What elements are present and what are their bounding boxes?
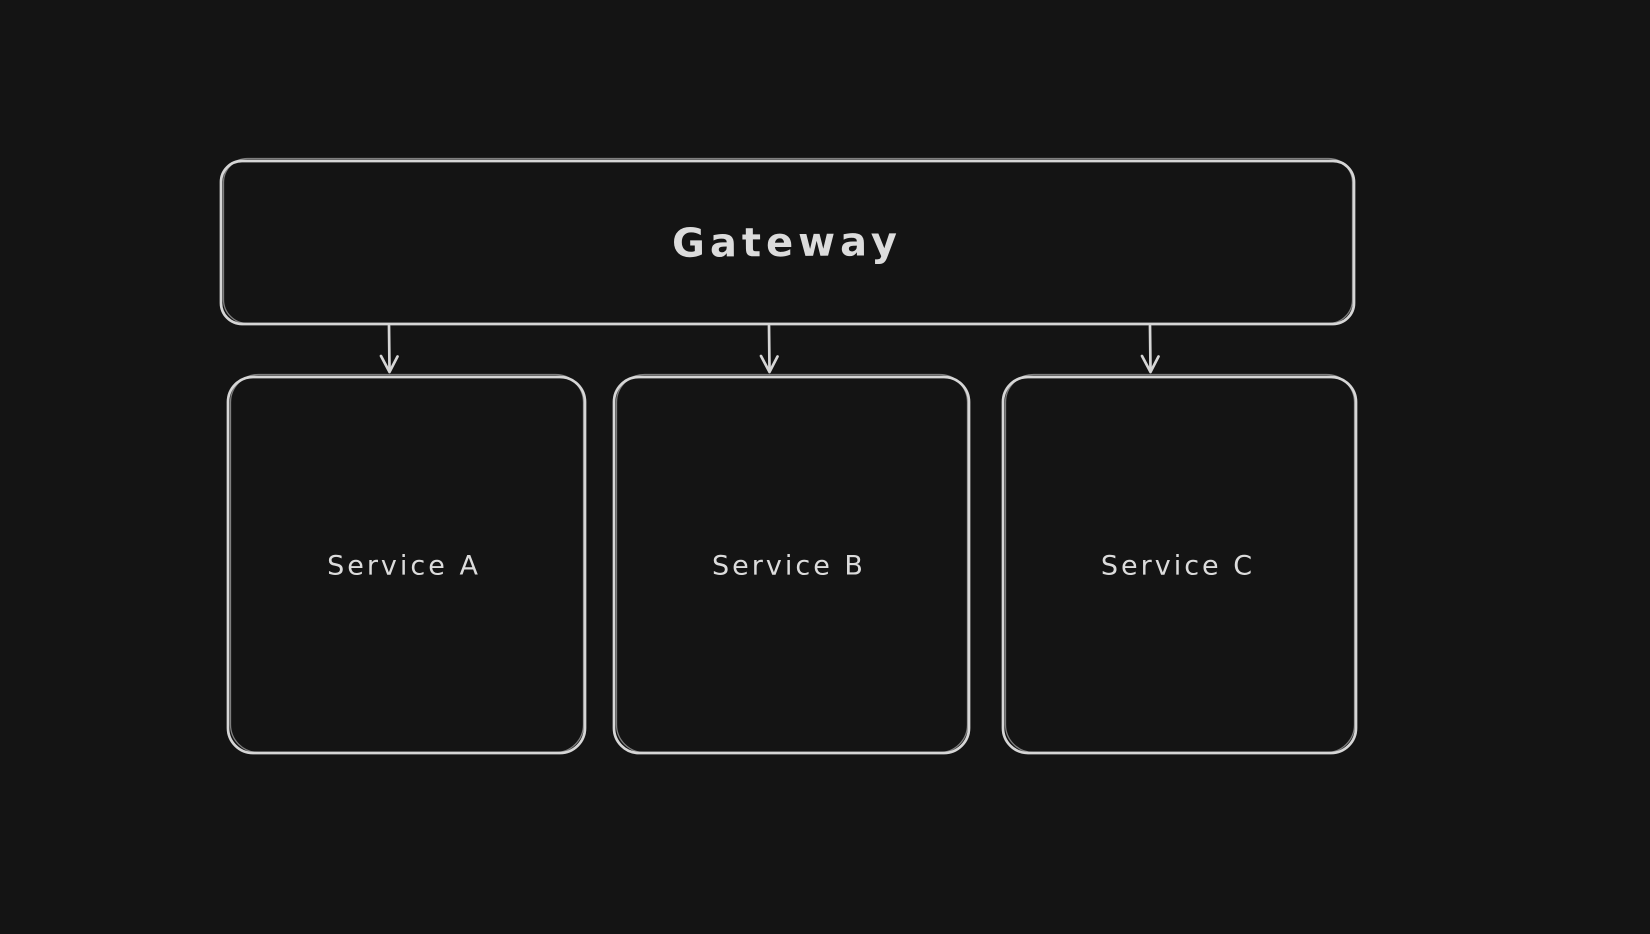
- gateway-box: [219, 157, 1356, 326]
- service-b-box: [612, 373, 971, 755]
- service-c-box: [1001, 373, 1358, 755]
- service-c-label: Service C: [1100, 550, 1256, 582]
- arrow-gateway-to-service-c-icon: [1140, 324, 1160, 374]
- gateway-label: Gateway: [671, 219, 903, 267]
- service-a-box: [226, 373, 587, 755]
- service-b-label: Service B: [712, 550, 866, 582]
- arrow-gateway-to-service-b-icon: [759, 324, 779, 374]
- arrow-gateway-to-service-a-icon: [379, 324, 399, 374]
- service-a-label: Service A: [327, 550, 481, 582]
